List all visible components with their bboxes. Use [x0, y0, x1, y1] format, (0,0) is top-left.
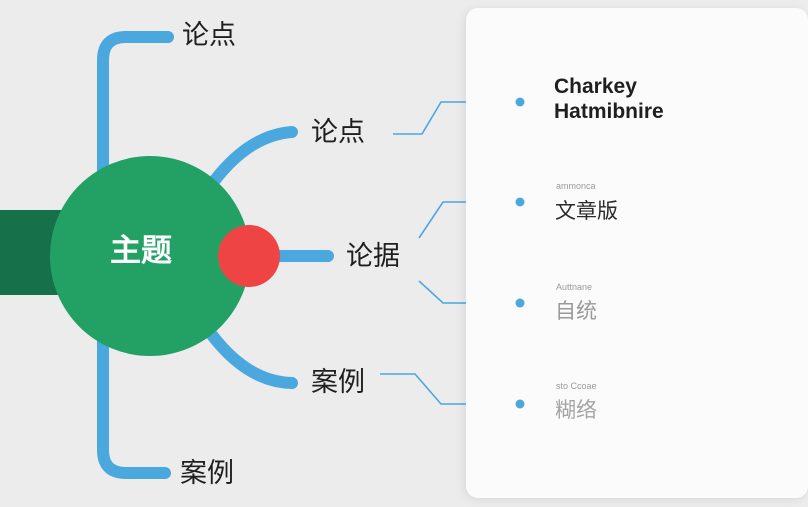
central-topic-label: 主题 — [110, 233, 172, 269]
entry-text-1: 文章版 — [555, 199, 618, 223]
branch-connector-top — [97, 31, 174, 176]
entry-text-2: 自统 — [555, 299, 597, 323]
branch-label-top: 论点 — [182, 20, 236, 51]
branch-label-upper: 论点 — [311, 117, 365, 148]
panel-title-line-1: Charkey — [554, 75, 637, 98]
entry-text-3: 糊络 — [555, 398, 597, 422]
central-topic-node — [50, 156, 250, 356]
branch-label-middle: 论据 — [346, 241, 400, 272]
entry-caption-1: ammonca — [556, 181, 596, 191]
accent-dot — [218, 225, 280, 287]
branch-connector-upper — [209, 126, 298, 186]
panel-title-line-2: Hatmibnire — [554, 100, 664, 124]
branch-connector-lower — [206, 329, 298, 389]
entry-caption-2: Auttnane — [556, 282, 593, 292]
entry-caption-3: sto Ccoae — [556, 381, 597, 391]
branch-connector-bottom — [97, 334, 171, 479]
panel-title: Charkey Hatmibnire — [554, 74, 664, 124]
branch-label-bottom: 案例 — [180, 458, 234, 489]
detail-panel — [466, 8, 808, 498]
branch-label-lower: 案例 — [311, 367, 365, 398]
